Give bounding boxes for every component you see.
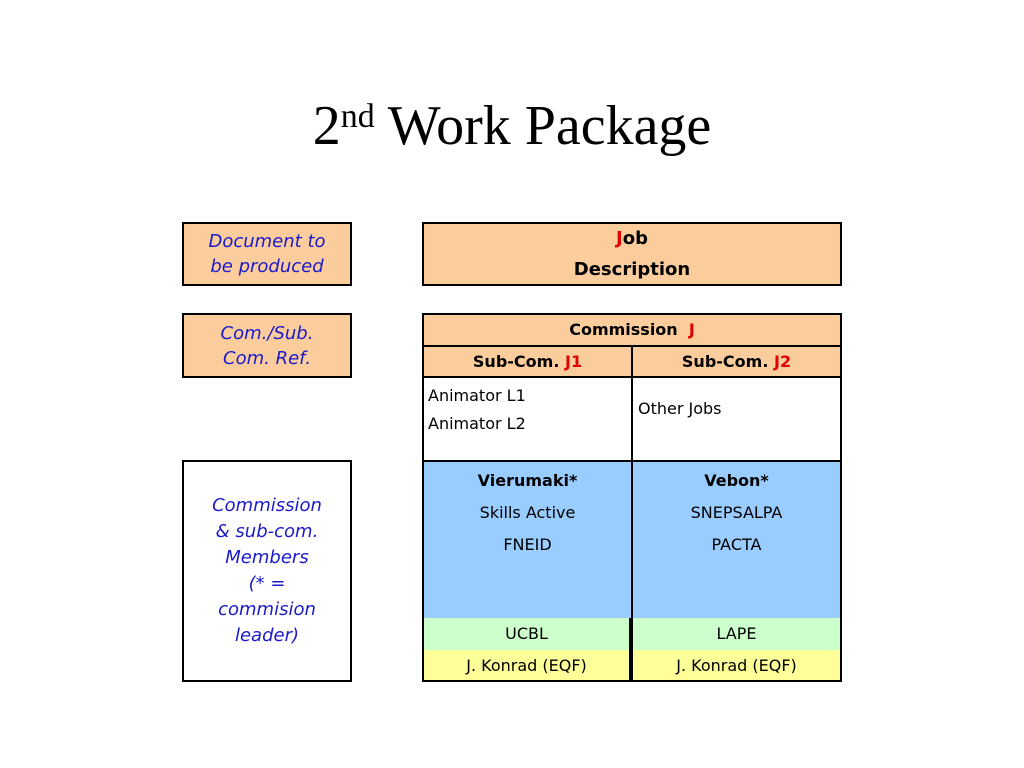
commission-header: Commission J bbox=[422, 313, 842, 347]
column-divider bbox=[631, 460, 633, 682]
member-leader: Vebon* bbox=[704, 471, 769, 490]
green-member: UCBL bbox=[505, 624, 548, 643]
subcom-jobs-2: Other Jobs bbox=[631, 376, 842, 462]
commission-code: J bbox=[688, 320, 695, 339]
green-member: LAPE bbox=[716, 624, 757, 643]
job-line2: Description bbox=[573, 259, 691, 280]
subcom-yellow-1: J. Konrad (EQF) bbox=[424, 650, 631, 680]
subcom-label: Sub-Com. bbox=[681, 352, 769, 371]
job-letter: J bbox=[616, 228, 623, 249]
job-description-box: Job Description bbox=[422, 222, 842, 286]
member-item: FNEID bbox=[503, 535, 552, 554]
subcom-yellow-2: J. Konrad (EQF) bbox=[633, 650, 840, 680]
job-item: Other Jobs bbox=[638, 399, 722, 418]
label-document: Document to be produced bbox=[208, 231, 326, 277]
subcom-label: Sub-Com. bbox=[472, 352, 560, 371]
member-item: PACTA bbox=[711, 535, 762, 554]
slide-title: 2nd Work Package bbox=[0, 98, 1024, 154]
subcom-header-2: Sub-Com. J2 bbox=[631, 345, 842, 378]
title-rest: Work Package bbox=[374, 95, 712, 157]
label-members: Commission & sub-com. Members (* = commi… bbox=[212, 495, 322, 646]
yellow-member: J. Konrad (EQF) bbox=[676, 656, 797, 675]
subcom-members-2: Vebon* SNEPSALPA PACTA bbox=[631, 460, 842, 620]
yellow-member: J. Konrad (EQF) bbox=[466, 656, 587, 675]
label-comref-box: Com./Sub. Com. Ref. bbox=[182, 313, 352, 378]
title-superscript: nd bbox=[340, 98, 375, 135]
member-leader: Vierumaki* bbox=[477, 471, 578, 490]
subcom-code: J1 bbox=[564, 352, 583, 371]
job-rest: ob bbox=[622, 228, 648, 249]
subcom-code: J2 bbox=[773, 352, 792, 371]
member-item: SNEPSALPA bbox=[690, 503, 783, 522]
subcom-members-1: Vierumaki* Skills Active FNEID bbox=[422, 460, 633, 620]
label-members-box: Commission & sub-com. Members (* = commi… bbox=[182, 460, 352, 682]
subcom-jobs-1: Animator L1 Animator L2 bbox=[422, 376, 633, 462]
job-item: Animator L1 bbox=[428, 386, 526, 405]
subcom-green-2: LAPE bbox=[633, 618, 840, 650]
label-comref: Com./Sub. Com. Ref. bbox=[220, 322, 314, 369]
job-line1: Job bbox=[424, 223, 840, 254]
subcom-header-1: Sub-Com. J1 bbox=[422, 345, 633, 378]
subcom-green-1: UCBL bbox=[424, 618, 631, 650]
commission-label: Commission bbox=[569, 320, 678, 339]
member-item: Skills Active bbox=[479, 503, 576, 522]
title-number: 2 bbox=[312, 95, 341, 157]
label-document-box: Document to be produced bbox=[182, 222, 352, 286]
job-item: Animator L2 bbox=[428, 414, 526, 433]
